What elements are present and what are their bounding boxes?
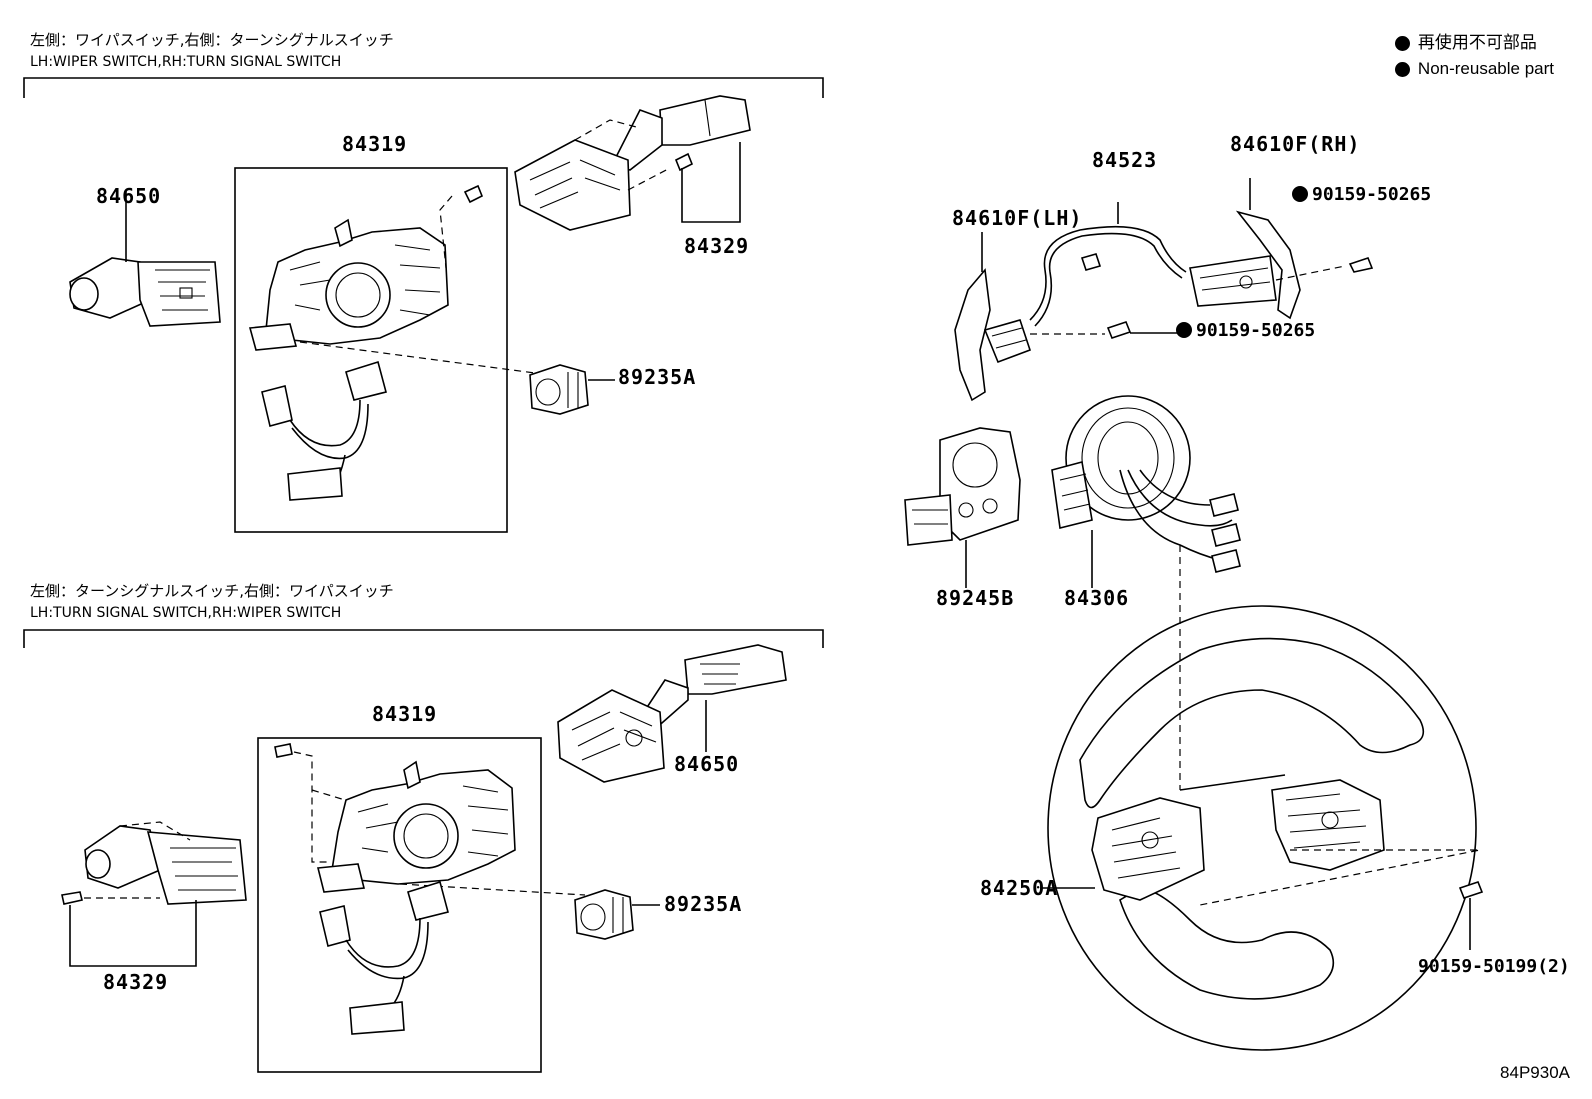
non-reusable-dot-icon — [1292, 186, 1308, 202]
steering-wheel-drawing — [1040, 605, 1484, 1051]
non-reusable-dot-icon — [1176, 322, 1192, 338]
part-number-screw-lh[interactable]: 90159-50265 — [1176, 320, 1315, 341]
steering-sensor-drawing — [904, 427, 1021, 588]
bottom-combo-switch-drawing — [274, 743, 586, 1035]
bottom-section-heading-en: LH:TURN SIGNAL SWITCH,RH:WIPER SWITCH — [30, 605, 342, 621]
bottom-section-bracket — [23, 629, 824, 648]
top-section-heading-jp: 左側：ワイパスイッチ,右側：ターンシグナルスイッチ — [30, 31, 394, 49]
part-number-wire-harness[interactable]: 84523 — [1092, 148, 1158, 172]
part-number-bottom-lever-bracket[interactable]: 84329 — [103, 970, 169, 994]
non-reusable-dot-icon — [1394, 61, 1410, 77]
part-number-spiral-cable[interactable]: 84306 — [1064, 586, 1130, 610]
bottom-sensor-drawing — [574, 889, 660, 940]
wire-harness-drawing — [1029, 202, 1187, 327]
paddle-lh-drawing — [954, 232, 1032, 402]
part-number-paddle-rh[interactable]: 84610F(RH) — [1230, 132, 1361, 156]
legend: 再使用不可部品 Non-reusable part — [1394, 30, 1554, 82]
bottom-section-heading-jp: 左側：ターンシグナルスイッチ,右側：ワイパスイッチ — [30, 582, 394, 600]
screw-rh-label: 90159-50265 — [1312, 184, 1432, 205]
part-number-paddle-lh[interactable]: 84610F(LH) — [952, 206, 1083, 230]
paddle-rh-drawing — [1030, 178, 1374, 339]
top-section-heading-en: LH:WIPER SWITCH,RH:TURN SIGNAL SWITCH — [30, 54, 342, 70]
part-number-bottom-combo-switch[interactable]: 84319 — [372, 702, 438, 726]
top-wiper-lever-drawing — [69, 190, 221, 327]
legend-row-en: Non-reusable part — [1394, 56, 1554, 82]
part-number-bottom-sensor[interactable]: 89235A — [664, 892, 743, 916]
part-number-screw-bottom[interactable]: 90159-50199(2) — [1418, 956, 1570, 977]
diagram-code: 84P930A — [1500, 1063, 1570, 1082]
legend-row-jp: 再使用不可部品 — [1394, 30, 1554, 56]
spiral-cable-drawing — [1051, 395, 1241, 790]
part-number-steering-sensor[interactable]: 89245B — [936, 586, 1015, 610]
part-number-top-combo-switch[interactable]: 84319 — [342, 132, 408, 156]
top-section-bracket — [23, 77, 824, 98]
non-reusable-dot-icon — [1394, 35, 1410, 51]
part-number-top-wiper-lever[interactable]: 84650 — [96, 184, 162, 208]
legend-label-jp: 再使用不可部品 — [1417, 33, 1537, 52]
top-turn-signal-lever-drawing — [514, 95, 751, 231]
bottom-wiper-lever-drawing — [557, 644, 787, 783]
legend-label-en: Non-reusable part — [1417, 59, 1554, 78]
part-number-top-sensor[interactable]: 89235A — [618, 365, 697, 389]
screw-lh-label: 90159-50265 — [1196, 320, 1316, 341]
part-number-screw-rh[interactable]: 90159-50265 — [1292, 184, 1431, 205]
part-number-bottom-wiper-lever[interactable]: 84650 — [674, 752, 740, 776]
top-combo-switch-box — [234, 167, 508, 533]
part-number-wheel-switch[interactable]: 84250A — [980, 876, 1059, 900]
bottom-turn-signal-lever-drawing — [61, 821, 247, 967]
part-number-top-lever-bracket[interactable]: 84329 — [684, 234, 750, 258]
top-sensor-drawing — [529, 364, 615, 415]
top-combo-switch-drawing — [248, 184, 551, 501]
bottom-combo-switch-box — [257, 737, 542, 1073]
